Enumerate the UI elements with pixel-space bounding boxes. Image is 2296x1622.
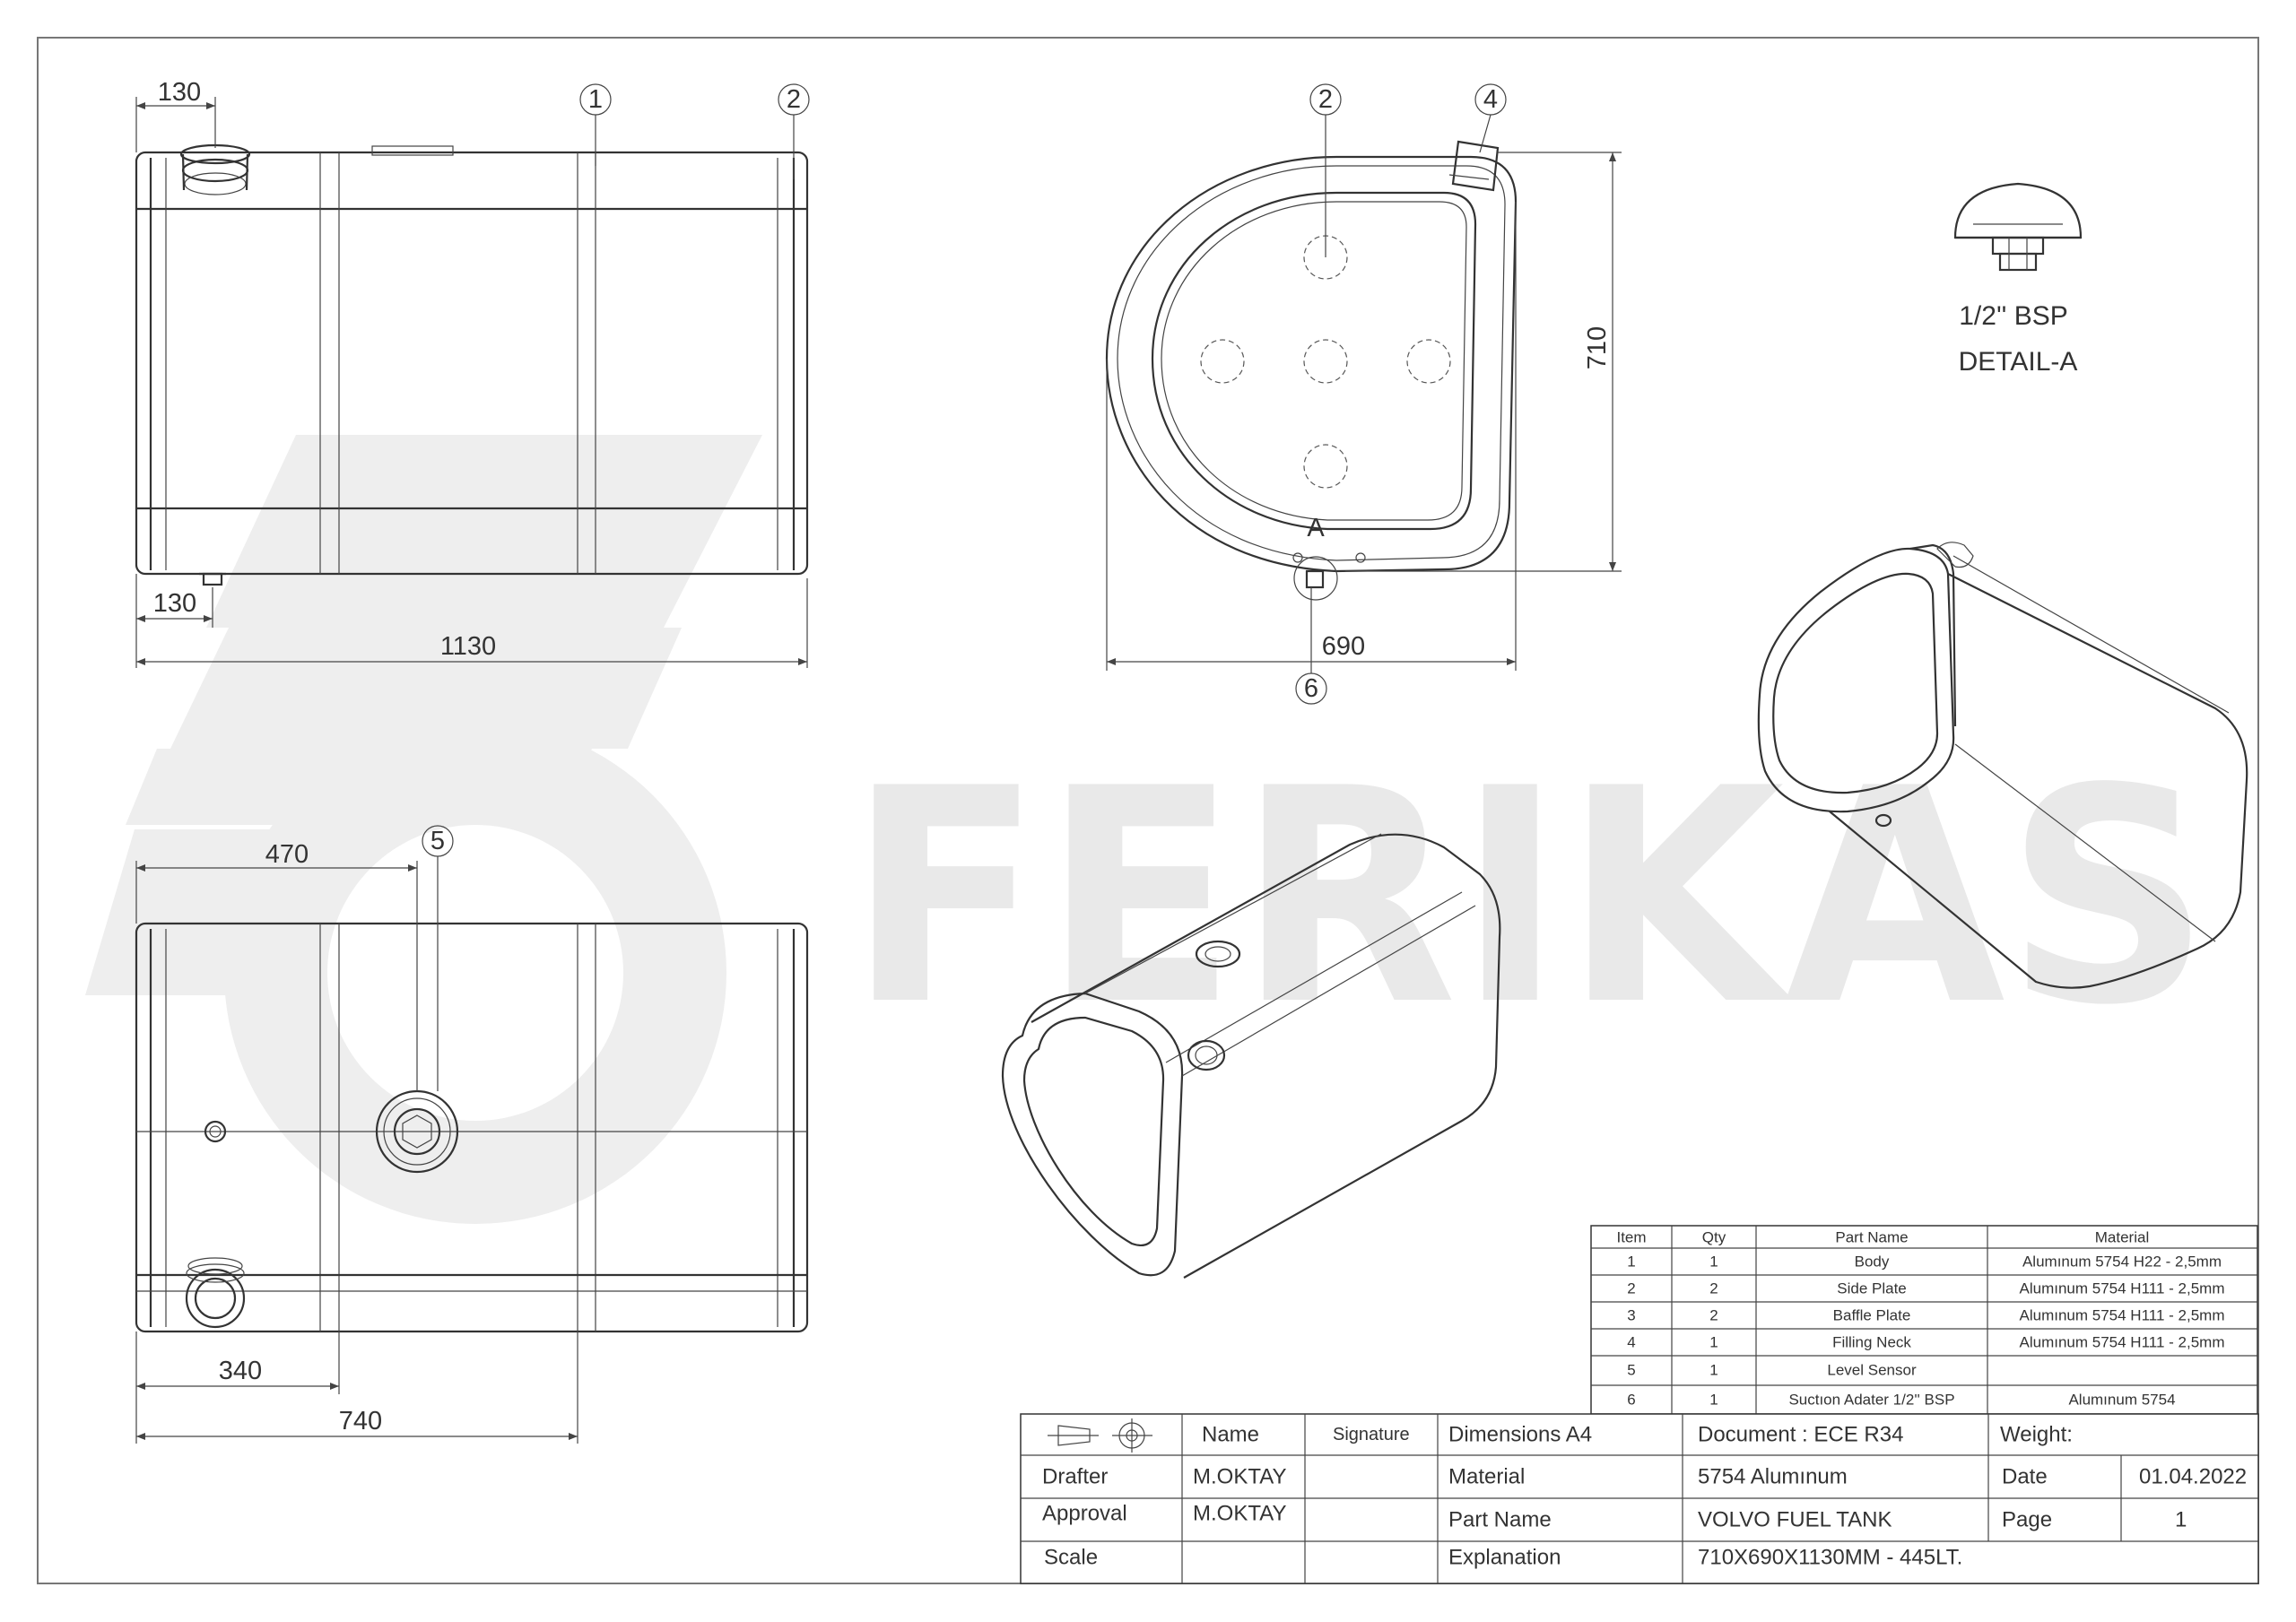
dim-drain-offset: 130	[153, 589, 196, 618]
top-view-dimensions: 130 130 1130	[135, 78, 808, 668]
tb-scale-label: Scale	[1044, 1546, 1098, 1570]
bom-cell: Baffle Plate	[1833, 1307, 1911, 1324]
drain-suction-detail	[199, 572, 226, 586]
end-view-dimensions: 710 690	[1106, 152, 1622, 671]
bom-cell: 2	[1709, 1307, 1718, 1324]
tb-date-value: 01.04.2022	[2139, 1465, 2247, 1489]
tb-approval-label: Approval	[1042, 1502, 1127, 1526]
tb-explanation-value: 710X690X1130MM - 445LT.	[1698, 1546, 1962, 1570]
tb-material-label: Material	[1448, 1465, 1525, 1489]
tb-approval-name: M.OKTAY	[1193, 1502, 1286, 1526]
tb-material-value: 5754 Alumınum	[1698, 1465, 1848, 1489]
tb-weight: Weight:	[2000, 1423, 2073, 1447]
balloon-2-end: 2	[1309, 83, 1342, 257]
balloon-6: 6	[1295, 587, 1327, 705]
watermark-brand-text: FERIKAS	[848, 725, 2211, 1070]
dim-tank-width: 690	[1322, 632, 1365, 661]
ferikas-watermark-logo	[85, 435, 762, 1224]
tb-page-label: Page	[2002, 1508, 2052, 1532]
bom-header-material: Material	[2095, 1229, 2149, 1246]
detail-thread-label: 1/2'' BSP	[1959, 301, 2068, 331]
bom-cell: 1	[1709, 1392, 1718, 1409]
balloon-2-top: 2	[778, 83, 810, 179]
bom-header-qty: Qty	[1702, 1229, 1726, 1246]
tb-document: Document : ECE R34	[1698, 1423, 1903, 1447]
tb-part-name-value: VOLVO FUEL TANK	[1698, 1508, 1892, 1532]
bom-cell: Filling Neck	[1832, 1334, 1911, 1351]
bom-cell: Side Plate	[1837, 1280, 1907, 1297]
bom-cell: Alumınum 5754 H111 - 2,5mm	[2020, 1307, 2225, 1324]
bom-header-part-name: Part Name	[1835, 1229, 1908, 1246]
bom-cell: 1	[1709, 1362, 1718, 1379]
bom-cell: 3	[1627, 1307, 1635, 1324]
tb-page-value: 1	[2175, 1508, 2187, 1532]
bom-cell: 1	[1709, 1253, 1718, 1271]
svg-text:2: 2	[1318, 85, 1333, 114]
isometric-view-rear	[1757, 542, 2248, 989]
end-view-drawing: A	[1105, 140, 1518, 601]
detail-a-marker: A	[1307, 514, 1325, 542]
dim-tank-length: 1130	[440, 632, 496, 661]
filling-neck-bottom-detail	[185, 1257, 246, 1329]
tb-dimensions: Dimensions A4	[1448, 1423, 1592, 1447]
svg-text:1: 1	[588, 85, 603, 114]
tb-part-name-label: Part Name	[1448, 1508, 1552, 1532]
bom-cell: 2	[1709, 1280, 1718, 1297]
svg-text:5: 5	[430, 827, 445, 855]
tb-name-header: Name	[1202, 1423, 1259, 1447]
bom-cell: Body	[1855, 1253, 1890, 1271]
tb-drafter-name: M.OKTAY	[1193, 1465, 1286, 1489]
bottom-view-dimensions: 470 340 740	[135, 840, 578, 1444]
bom-cell: Suctıon Adater 1/2'' BSP	[1788, 1392, 1954, 1409]
balloon-5: 5	[422, 825, 454, 1091]
bom-cell: Alumınum 5754 H111 - 2,5mm	[2020, 1334, 2225, 1351]
bom-cell: Level Sensor	[1827, 1362, 1917, 1379]
bom-cell: 1	[1709, 1334, 1718, 1351]
bottom-view-drawing	[135, 922, 809, 1333]
bom-cell: 1	[1627, 1253, 1635, 1271]
tb-date-label: Date	[2002, 1465, 2048, 1489]
dim-sensor-offset: 470	[265, 840, 309, 869]
top-view-drawing	[135, 143, 809, 586]
svg-text:6: 6	[1304, 674, 1318, 703]
dim-tank-height: 710	[1583, 326, 1612, 369]
dim-neck-offset: 340	[219, 1357, 262, 1385]
svg-text:2: 2	[787, 85, 801, 114]
detail-a-callout	[1292, 552, 1366, 601]
balloon-1: 1	[579, 83, 612, 166]
balloon-4: 4	[1474, 83, 1507, 153]
projection-symbol-icon	[1048, 1418, 1152, 1453]
tb-signature-header: Signature	[1333, 1425, 1410, 1444]
isometric-view-front	[1001, 833, 1501, 1279]
bom-cell: Alumınum 5754	[2068, 1392, 2175, 1409]
detail-a-drawing	[1953, 182, 2083, 272]
tb-drafter-label: Drafter	[1042, 1465, 1108, 1489]
bom-header-item: Item	[1616, 1229, 1646, 1246]
tb-explanation-label: Explanation	[1448, 1546, 1561, 1570]
bom-table: Item Qty Part Name Material 1 1 Body Alu…	[1590, 1225, 2258, 1415]
bom-cell: Alumınum 5754 H111 - 2,5mm	[2020, 1280, 2225, 1297]
title-block: Name Signature Dimensions A4 Document : …	[1020, 1413, 2259, 1584]
dim-suction-offset: 740	[339, 1407, 382, 1436]
bom-cell: 4	[1627, 1334, 1635, 1351]
bom-cell: 5	[1627, 1362, 1635, 1379]
detail-a-label: DETAIL-A	[1959, 347, 2078, 377]
bom-cell: 6	[1627, 1392, 1635, 1409]
dim-fill-offset: 130	[158, 78, 201, 107]
bom-cell: 2	[1627, 1280, 1635, 1297]
svg-text:4: 4	[1483, 85, 1498, 114]
bom-cell: Alumınum 5754 H22 - 2,5mm	[2022, 1253, 2222, 1271]
